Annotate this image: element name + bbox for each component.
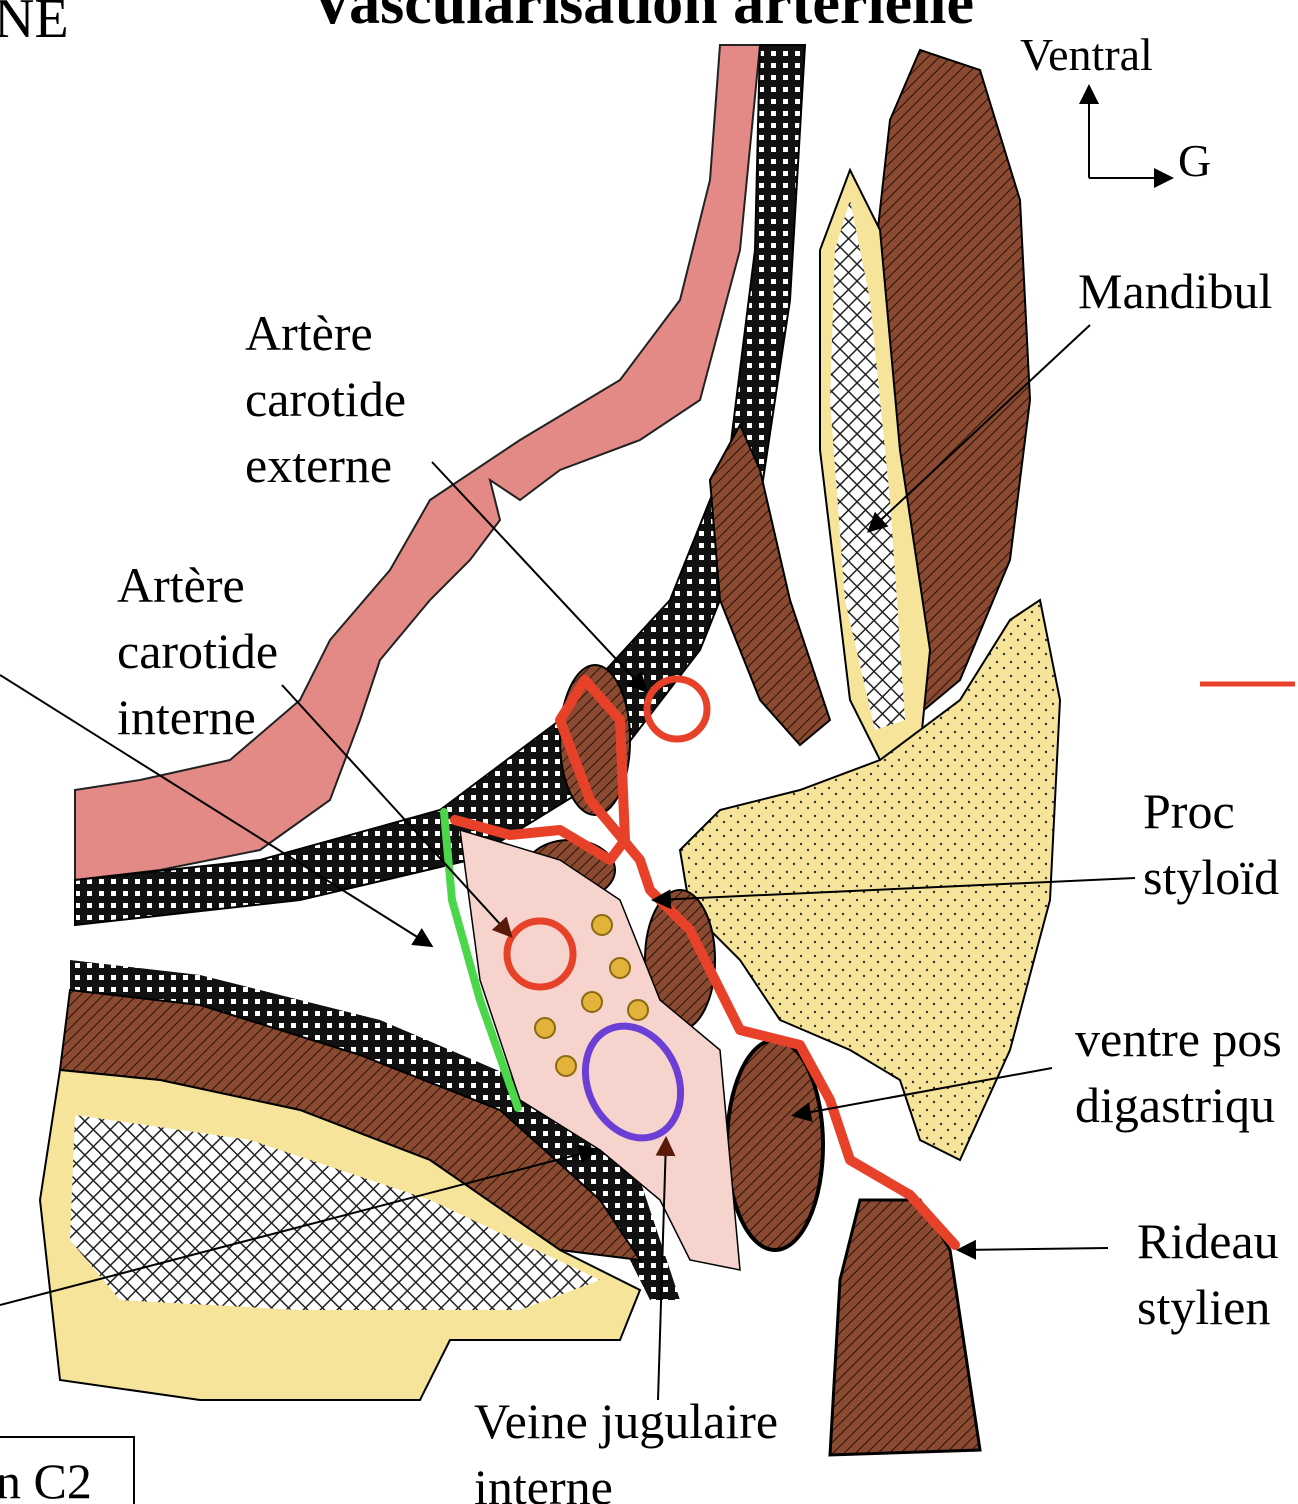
label-line: Proc	[1143, 783, 1235, 839]
label-line: styloïd	[1143, 849, 1280, 905]
label-line: carotide	[245, 371, 407, 427]
ventral-label: Ventral	[1020, 29, 1153, 80]
prevertebral-band	[70, 960, 680, 1300]
vertebra-cancellous	[70, 1115, 600, 1310]
label-line: digastriqu	[1075, 1077, 1275, 1133]
label-line: carotide	[117, 623, 279, 679]
digastric-muscle	[725, 1038, 825, 1252]
pterygoid-muscle	[708, 422, 832, 747]
pharynx-mucosa	[74, 44, 762, 882]
green-limit-line	[440, 808, 522, 1112]
external-carotid-label: Artère carotide externe	[245, 300, 406, 498]
label-line: Artère	[117, 557, 245, 613]
parotid-gland	[678, 598, 1062, 1162]
label-line: interne	[474, 1459, 613, 1504]
internal-jugular-vein	[581, 1022, 685, 1142]
jugular-vein-label: Veine jugulaire interne	[474, 1388, 778, 1504]
internal-carotid-artery	[503, 917, 577, 991]
c2-box-text: n C2	[0, 1453, 92, 1504]
stylian-curtain-label: Rideau stylien	[1137, 1208, 1279, 1340]
nerves	[534, 914, 649, 1077]
jugular-leader	[655, 1136, 676, 1401]
left-leader-2	[0, 1144, 599, 1306]
mandible-label: Mandibul	[1078, 263, 1273, 319]
sternocleidomastoid-muscle	[828, 1198, 982, 1457]
label-line: stylien	[1137, 1279, 1271, 1335]
left-side-label: G	[1178, 135, 1212, 186]
internal-carotid-label: Artère carotide interne	[117, 552, 278, 750]
label-line: ventre pos	[1075, 1011, 1282, 1067]
external-carotid-artery	[643, 675, 711, 743]
label-line: Rideau	[1137, 1213, 1279, 1269]
retrostyloid-space	[459, 828, 741, 1271]
external-carotid-leader	[431, 461, 648, 693]
curtain-leader	[956, 1239, 1109, 1260]
digastric-leader	[791, 1067, 1053, 1122]
mandible-marrow	[830, 200, 905, 730]
internal-carotid-leader	[281, 684, 513, 938]
label-line: Artère	[245, 305, 373, 361]
stylian-curtain-line	[450, 675, 960, 1250]
left-leader-1	[0, 674, 434, 948]
page-title: Vascularisation artérielle	[310, 0, 975, 37]
styloid-leader	[651, 877, 1136, 910]
label-line: interne	[117, 689, 256, 745]
c2-box	[0, 1436, 135, 1504]
digastric-label: ventre pos digastriqu	[1075, 1006, 1282, 1138]
mandible-leader	[867, 324, 1091, 533]
corner-text: NE	[0, 0, 69, 50]
label-line: externe	[245, 437, 393, 493]
styloid-label: Proc styloïd	[1143, 778, 1279, 910]
label-line: Veine jugulaire	[474, 1393, 779, 1449]
